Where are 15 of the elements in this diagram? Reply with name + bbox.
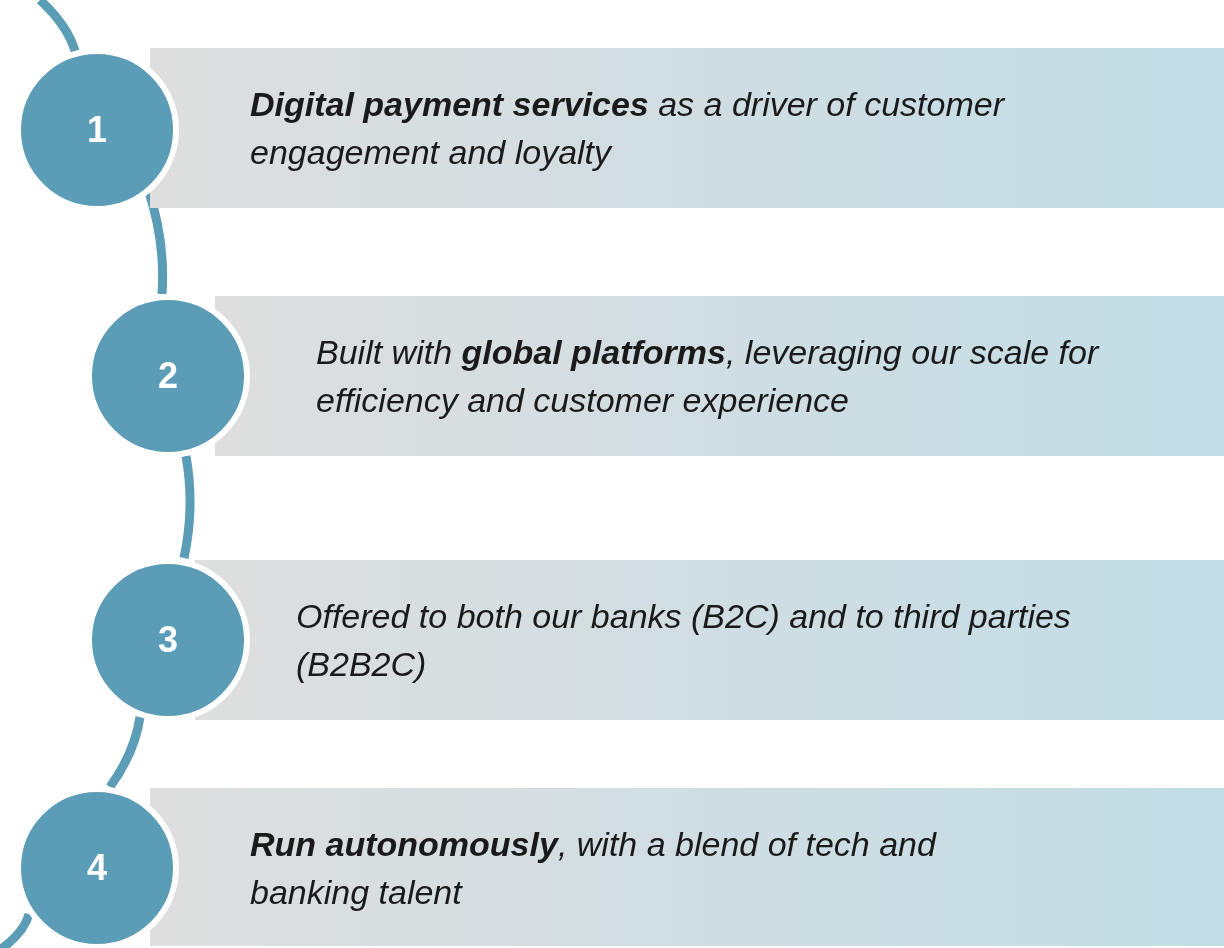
item-text: Digital payment services as a driver of customer engagement and loyalty: [250, 84, 1006, 173]
item-text: Offered to both our banks (B2C) and to third parties (B2B2C): [296, 596, 1072, 685]
arc-connector: [179, 455, 195, 559]
arc-connector: [36, 0, 80, 53]
item-text: Built with global platforms, leveraging our scale for efficiency and customer experience: [316, 332, 1101, 421]
step-number: 4: [87, 847, 107, 889]
item-text: Run autonomously, with a blend of tech and banking talent: [250, 824, 938, 913]
arc-connector: [106, 716, 145, 790]
text-band: [195, 560, 1224, 720]
text-band: [150, 48, 1224, 208]
text-band: [150, 788, 1224, 946]
text-band: [215, 296, 1224, 456]
step-number: 1: [87, 109, 107, 151]
step-number: 3: [158, 619, 178, 661]
step-number: 2: [158, 355, 178, 397]
